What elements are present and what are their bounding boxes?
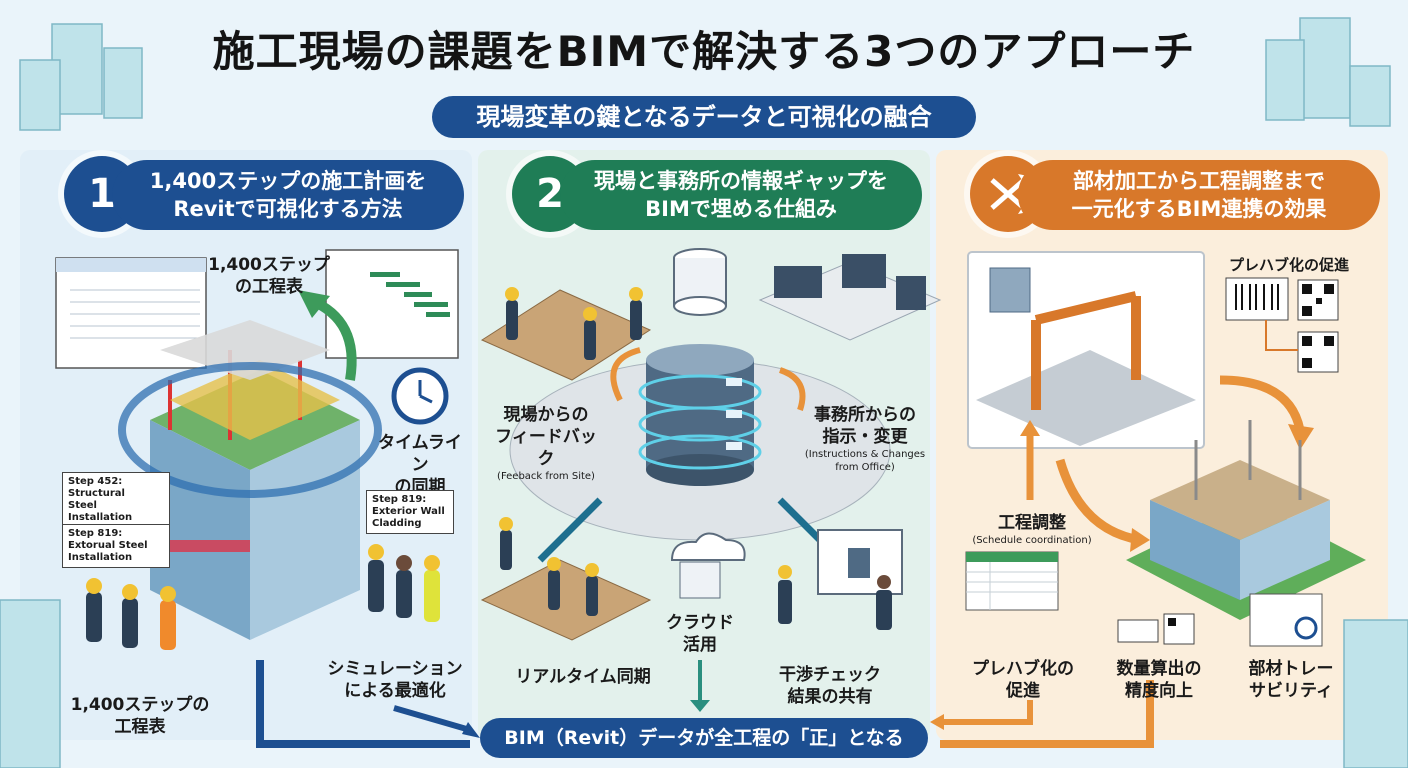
building-bottom-right-icon [1343,619,1408,768]
workers-group-1-icon [86,544,440,650]
prefab-label: プレハブ化の促進 [972,659,1074,701]
server-icon [673,248,727,316]
section-3-heading: 部材加工から工程調整まで一元化するBIM連携の効果 [1018,160,1380,230]
clash-check-label: 干渉チェック結果の共有 [779,665,881,707]
section-1-number-badge: 1 [64,156,140,232]
traceability-label: 部材トレーサビリティ [1248,659,1334,701]
realtime-sync-label: リアルタイム同期 [515,667,651,687]
quantity-accuracy-label: 数量算出の精度向上 [1116,659,1202,701]
timeline-sync-label: タイムラインの同期 [378,433,462,497]
building-bottom-left-icon [0,599,61,768]
building-top-left-icon [19,23,143,131]
subtitle-banner: 現場変革の鍵となるデータと可視化の融合 [432,96,976,138]
timeline-ring-icon [118,362,382,498]
database-icon [638,344,762,486]
site-platform-bottom-icon [480,559,652,641]
barcode-icon [1225,277,1289,321]
building-model-icon [150,320,360,640]
arrow-factory-to-site-icon [1219,375,1305,432]
simulation-label: シミュレーションによる最適化 [327,659,463,701]
schedule-label-top: 1,400ステップの工程表 [208,255,330,297]
page-title: 施工現場の課題をBIMで解決する3つのアプローチ [212,27,1196,76]
building-top-right-icon [1265,17,1391,127]
prefab-top-label: プレハブ化の促進 [1228,256,1349,274]
magnifier-icon [1294,616,1318,640]
site-feedback-label: 現場からのフィードバック (Feeback from Site) [495,405,597,482]
schedule-coordination-label: 工程調整(Schedule coordination) [972,513,1092,546]
cloud-icon [670,532,746,561]
site-building-icon [1126,420,1366,620]
schedule-label-bottom: 1,400ステップの工程表 [70,695,210,737]
qr-code-icon [1297,279,1339,321]
bottom-banner: BIM（Revit）データが全工程の「正」となる [480,718,928,758]
robot-arm-icon [1031,291,1141,410]
cloud-label: クラウド活用 [666,613,734,655]
site-platform-top-icon [480,289,652,381]
